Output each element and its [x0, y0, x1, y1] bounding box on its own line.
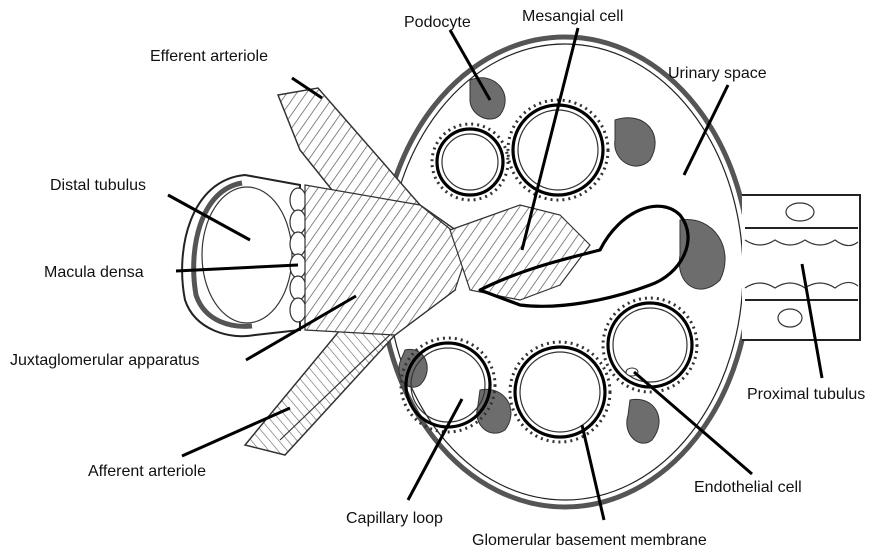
label-juxtaglomerular-apparatus: Juxtaglomerular apparatus [10, 352, 199, 369]
label-afferent-arteriole: Afferent arteriole [88, 463, 206, 480]
label-podocyte: Podocyte [404, 14, 471, 31]
distal-tubulus-shape [182, 175, 306, 336]
label-endothelial-cell: Endothelial cell [694, 479, 802, 496]
label-proximal-tubulus: Proximal tubulus [747, 386, 865, 403]
label-glomerular-basement-membrane: Glomerular basement membrane [472, 532, 707, 549]
label-efferent-arteriole: Efferent arteriole [150, 48, 268, 65]
label-macula-densa: Macula densa [44, 264, 144, 281]
proximal-tubulus-shape [742, 195, 860, 340]
label-distal-tubulus: Distal tubulus [50, 177, 146, 194]
label-urinary-space: Urinary space [668, 65, 767, 82]
label-mesangial-cell: Mesangial cell [522, 8, 623, 25]
label-capillary-loop: Capillary loop [346, 510, 443, 527]
